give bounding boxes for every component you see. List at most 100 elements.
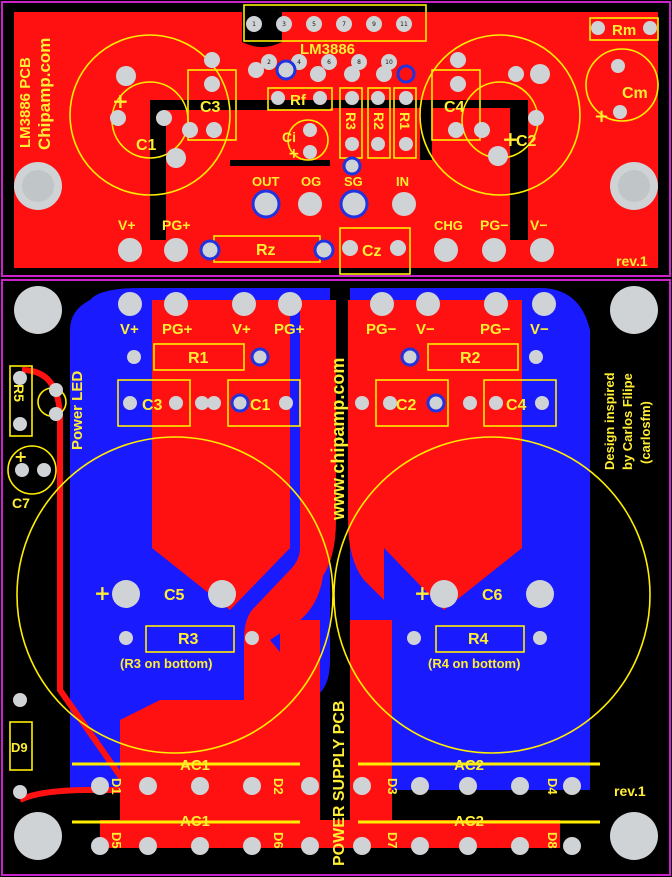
- psu-top-copper-left: [120, 300, 324, 846]
- ic-pin: [261, 54, 277, 70]
- psu-d4-label: D4: [545, 778, 560, 795]
- chg-label: CHG: [434, 218, 463, 233]
- psu-c5-label: C5: [164, 587, 185, 604]
- psu-d3-label: D3: [385, 778, 400, 795]
- psu-mount-holes: [14, 286, 658, 860]
- psu-d6-label: D6: [271, 832, 286, 849]
- vplus-label: V+: [118, 217, 136, 233]
- amp-isolation-left: [150, 100, 166, 240]
- r4-box: [435, 625, 525, 653]
- psu-r2-label: R2: [460, 350, 481, 367]
- psu-c4-label: C4: [506, 397, 527, 414]
- psu-design-1: Design inspired: [602, 372, 617, 470]
- amp-vias: [199, 59, 416, 261]
- psu-term-pgplus-2: PG+: [274, 321, 305, 338]
- psu-ac1-label: AC1: [180, 757, 210, 774]
- psu-ac1b-label: AC1: [180, 813, 210, 830]
- rz-label: Rz: [256, 242, 276, 259]
- cm-label: Cm: [622, 85, 648, 102]
- rm-box: [589, 17, 659, 41]
- c6-outline: [333, 436, 651, 754]
- ic-pin-number: 1: [252, 21, 256, 28]
- psu-d2-label: D2: [271, 778, 286, 795]
- psu-r4-label: R4: [468, 631, 489, 648]
- power-led-label: Power LED: [69, 371, 86, 450]
- ic-pin-number: 6: [327, 59, 331, 66]
- ic-pin: [321, 54, 337, 70]
- ic-pin-number: 11: [400, 21, 408, 28]
- amp-pads: [110, 21, 657, 262]
- psu-top-copper-right-main: [384, 300, 522, 610]
- psu-c7-label: C7: [12, 495, 30, 511]
- psu-d9-label: D9: [11, 740, 28, 755]
- psu-board: V+ PG+ V+ PG+ PG− V− PG− V− R1 R2 C3 C1 …: [1, 279, 671, 876]
- psu-r4-note: (R4 on bottom): [428, 656, 520, 671]
- r2-box: [367, 87, 391, 159]
- psu-top-copper-left-main: [152, 300, 290, 610]
- psu-term-vminus-1: V−: [416, 321, 435, 338]
- vminus-label: V−: [530, 217, 548, 233]
- c4-label: C4: [444, 99, 465, 116]
- ic-pin: [246, 16, 262, 32]
- psu-top-copper-center: [300, 300, 336, 600]
- c2-box: [375, 379, 449, 427]
- c2-label: C2: [516, 133, 537, 150]
- psu-term-pgminus-2: PG−: [480, 321, 511, 338]
- psu-vias: [230, 347, 446, 413]
- cz-box: [339, 227, 411, 275]
- psu-design-3: (carlosfm): [638, 401, 653, 464]
- psu-ac2-label: AC2: [454, 757, 484, 774]
- c1-label: C1: [136, 137, 157, 154]
- psu-pads: [13, 292, 581, 855]
- ic-pin: [351, 54, 367, 70]
- psu-r1-label: R1: [188, 350, 209, 367]
- psu-term-vminus-2: V−: [530, 321, 549, 338]
- ci-plus: +: [288, 146, 300, 162]
- psu-d7-label: D7: [385, 832, 400, 849]
- r5-box: [9, 365, 33, 437]
- amp-site: Chipamp.com: [35, 38, 54, 150]
- ic-pin-number: 3: [282, 21, 286, 28]
- psu-c6-label: C6: [482, 587, 503, 604]
- ic-header-outline: [243, 4, 427, 42]
- psu-r5-label: R5: [11, 384, 27, 402]
- r1-box: [153, 343, 245, 371]
- psu-term-pgminus-1: PG−: [366, 321, 397, 338]
- c1-box: [227, 379, 301, 427]
- psu-r3-label: R3: [178, 631, 199, 648]
- c4-box: [431, 69, 481, 141]
- c3-label: C3: [200, 99, 221, 116]
- amp-isolation-mid: [166, 100, 510, 160]
- ic-pin-number: 10: [385, 59, 393, 66]
- psu-d8-label: D8: [545, 832, 560, 849]
- ci-outline: [287, 119, 329, 161]
- c3-box: [187, 69, 237, 141]
- psu-term-pgplus-1: PG+: [162, 321, 193, 338]
- r2-box: [427, 343, 519, 371]
- ic-pin-number: 8: [357, 59, 361, 66]
- c1-plus: +: [112, 89, 129, 113]
- psu-c2-label: C2: [396, 397, 417, 414]
- r1-box: [393, 87, 417, 159]
- amp-title: LM3886 PCB: [17, 57, 34, 148]
- c2-outline: [419, 34, 581, 196]
- sg-label: SG: [344, 174, 363, 189]
- cz-label: Cz: [362, 243, 382, 260]
- r2-label: R2: [371, 112, 387, 130]
- c3-box: [117, 379, 191, 427]
- psu-site: www.chipamp.com: [328, 358, 348, 521]
- pgplus-label: PG+: [162, 217, 190, 233]
- ic-pin-number: 2: [267, 59, 271, 66]
- d9-box: [9, 721, 33, 771]
- cm-outline: [585, 48, 659, 122]
- ic-pin-number: 7: [342, 21, 346, 28]
- rf-box: [267, 87, 333, 111]
- cm-plus: +: [594, 106, 609, 127]
- amp-mount-holes: [14, 162, 658, 210]
- ic-pin: [396, 16, 412, 32]
- ic-pin: [336, 16, 352, 32]
- ic-pin: [306, 16, 322, 32]
- amp-rev: rev.1: [616, 253, 648, 269]
